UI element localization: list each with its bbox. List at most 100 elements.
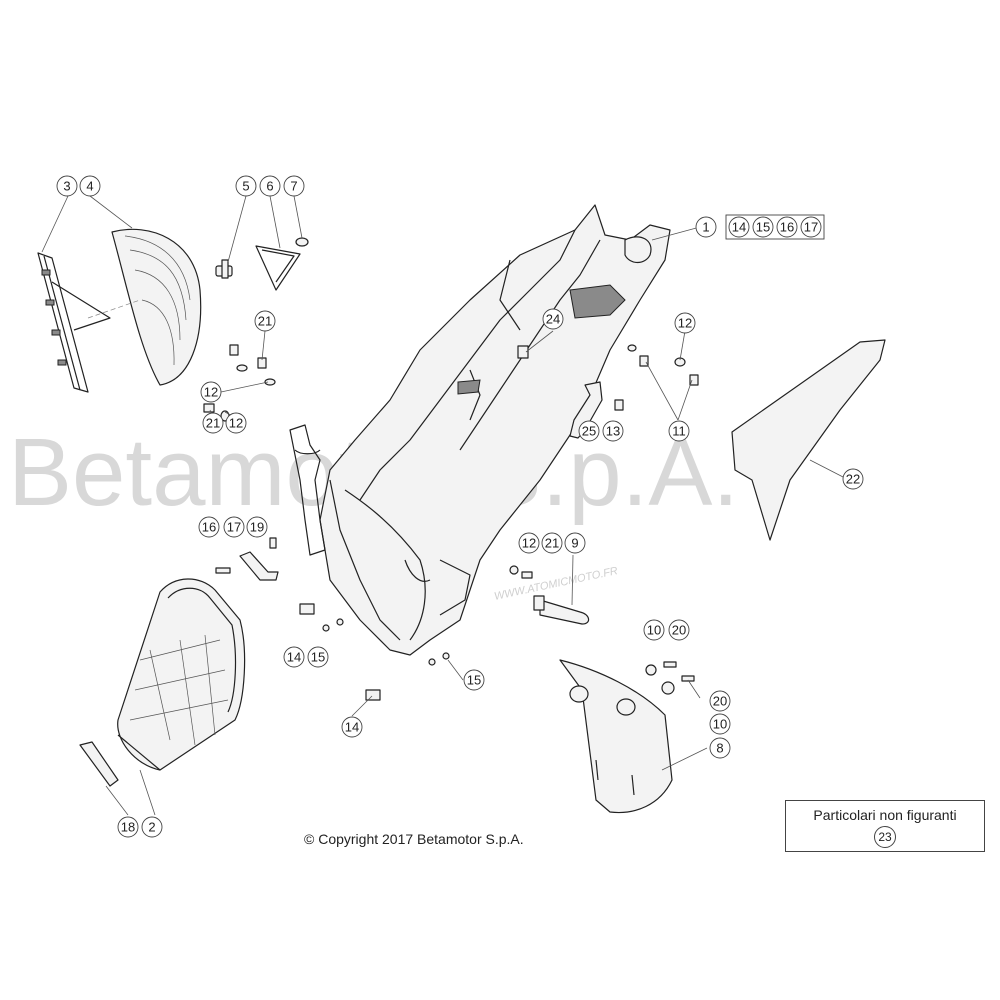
callout-c10a: 10 xyxy=(643,619,665,641)
callout-c16a: 16 xyxy=(776,216,798,238)
callout-circle xyxy=(709,737,731,759)
callout-c12b: 12 xyxy=(225,412,247,434)
callout-circle xyxy=(578,420,600,442)
callout-circle xyxy=(602,420,624,442)
callout-number: 24 xyxy=(546,312,560,327)
callout-c22: 22 xyxy=(842,468,864,490)
not-shown-parts-label: Particolari non figuranti xyxy=(813,807,957,823)
callout-number: 21 xyxy=(258,314,272,329)
callout-c18: 18 xyxy=(117,816,139,838)
callout-number: 14 xyxy=(287,650,301,665)
callout-c8: 8 xyxy=(709,737,731,759)
callout-circle xyxy=(117,816,139,838)
intake-duct xyxy=(117,578,246,771)
callout-c25: 25 xyxy=(578,420,600,442)
callout-number: 16 xyxy=(202,520,216,535)
callout-circle xyxy=(709,690,731,712)
callout-number: 16 xyxy=(780,220,794,235)
callout-circle xyxy=(283,646,305,668)
callout-number: 14 xyxy=(732,220,746,235)
callout-circle xyxy=(842,468,864,490)
air-filter-element xyxy=(111,228,202,386)
callout-circle xyxy=(542,308,564,330)
callout-circle xyxy=(223,516,245,538)
callout-c21a: 21 xyxy=(254,310,276,332)
callout-circle xyxy=(564,532,586,554)
callout-c12a: 12 xyxy=(200,381,222,403)
callout-c20b: 20 xyxy=(709,690,731,712)
callout-number: 1 xyxy=(702,220,709,235)
callout-circle xyxy=(259,175,281,197)
callout-circle xyxy=(668,420,690,442)
callout-circle xyxy=(674,312,696,334)
callout-circle xyxy=(518,532,540,554)
kit-group-box xyxy=(725,214,825,240)
airbox-body xyxy=(289,204,671,656)
callout-circle xyxy=(695,216,717,238)
callout-number: 10 xyxy=(713,717,727,732)
callout-circle xyxy=(141,816,163,838)
callout-circle xyxy=(246,516,268,538)
callout-circle xyxy=(254,310,276,332)
callout-c4: 4 xyxy=(79,175,101,197)
callout-c17b: 17 xyxy=(223,516,245,538)
callout-number: 11 xyxy=(672,424,686,439)
callout-number: 12 xyxy=(522,536,536,551)
callout-circle xyxy=(225,412,247,434)
callout-circle xyxy=(200,381,222,403)
mud-guard xyxy=(559,659,673,814)
callout-c14a: 14 xyxy=(728,216,750,238)
callout-circle xyxy=(463,669,485,691)
callout-circle xyxy=(776,216,798,238)
callout-number: 19 xyxy=(250,520,264,535)
callout-c12d: 12 xyxy=(518,532,540,554)
callout-number: 2 xyxy=(148,820,155,835)
callout-number: 7 xyxy=(290,179,297,194)
callout-number: 5 xyxy=(242,179,249,194)
callout-number: 8 xyxy=(716,741,723,756)
callout-c24: 24 xyxy=(542,308,564,330)
callout-circle xyxy=(709,713,731,735)
callout-c2: 2 xyxy=(141,816,163,838)
filter-screw xyxy=(215,259,233,279)
copyright-notice: © Copyright 2017 Betamotor S.p.A. xyxy=(304,831,524,847)
callout-c5: 5 xyxy=(235,175,257,197)
callout-number: 17 xyxy=(227,520,241,535)
not-shown-parts-number: 23 xyxy=(874,826,896,848)
callout-number: 9 xyxy=(571,536,578,551)
air-filter-cage xyxy=(37,252,111,393)
callout-c15a: 15 xyxy=(752,216,774,238)
callout-c13: 13 xyxy=(602,420,624,442)
callout-circle xyxy=(79,175,101,197)
callout-number: 15 xyxy=(756,220,770,235)
callout-c17a: 17 xyxy=(800,216,822,238)
callout-circle xyxy=(728,216,750,238)
callout-number: 14 xyxy=(345,720,359,735)
callout-number: 15 xyxy=(467,673,481,688)
callout-c3: 3 xyxy=(56,175,78,197)
callout-number: 15 xyxy=(311,650,325,665)
callout-number: 21 xyxy=(206,416,220,431)
callout-circle xyxy=(668,619,690,641)
callout-circle xyxy=(752,216,774,238)
callout-number: 3 xyxy=(63,179,70,194)
callout-c11: 11 xyxy=(668,420,690,442)
bracket-17 xyxy=(239,551,279,581)
callout-c10b: 10 xyxy=(709,713,731,735)
callout-number: 17 xyxy=(804,220,818,235)
callout-circle xyxy=(198,516,220,538)
callout-c21b: 21 xyxy=(202,412,224,434)
callout-c7: 7 xyxy=(283,175,305,197)
not-shown-parts-box: Particolari non figuranti 23 xyxy=(785,800,985,852)
callout-number: 13 xyxy=(606,424,620,439)
clamp-18 xyxy=(79,741,119,787)
callout-c19: 19 xyxy=(246,516,268,538)
callout-c9: 9 xyxy=(564,532,586,554)
callout-c15b: 15 xyxy=(307,646,329,668)
callout-circle xyxy=(541,532,563,554)
bracket-25 xyxy=(569,381,603,439)
callout-circle xyxy=(202,412,224,434)
callout-number: 12 xyxy=(229,416,243,431)
